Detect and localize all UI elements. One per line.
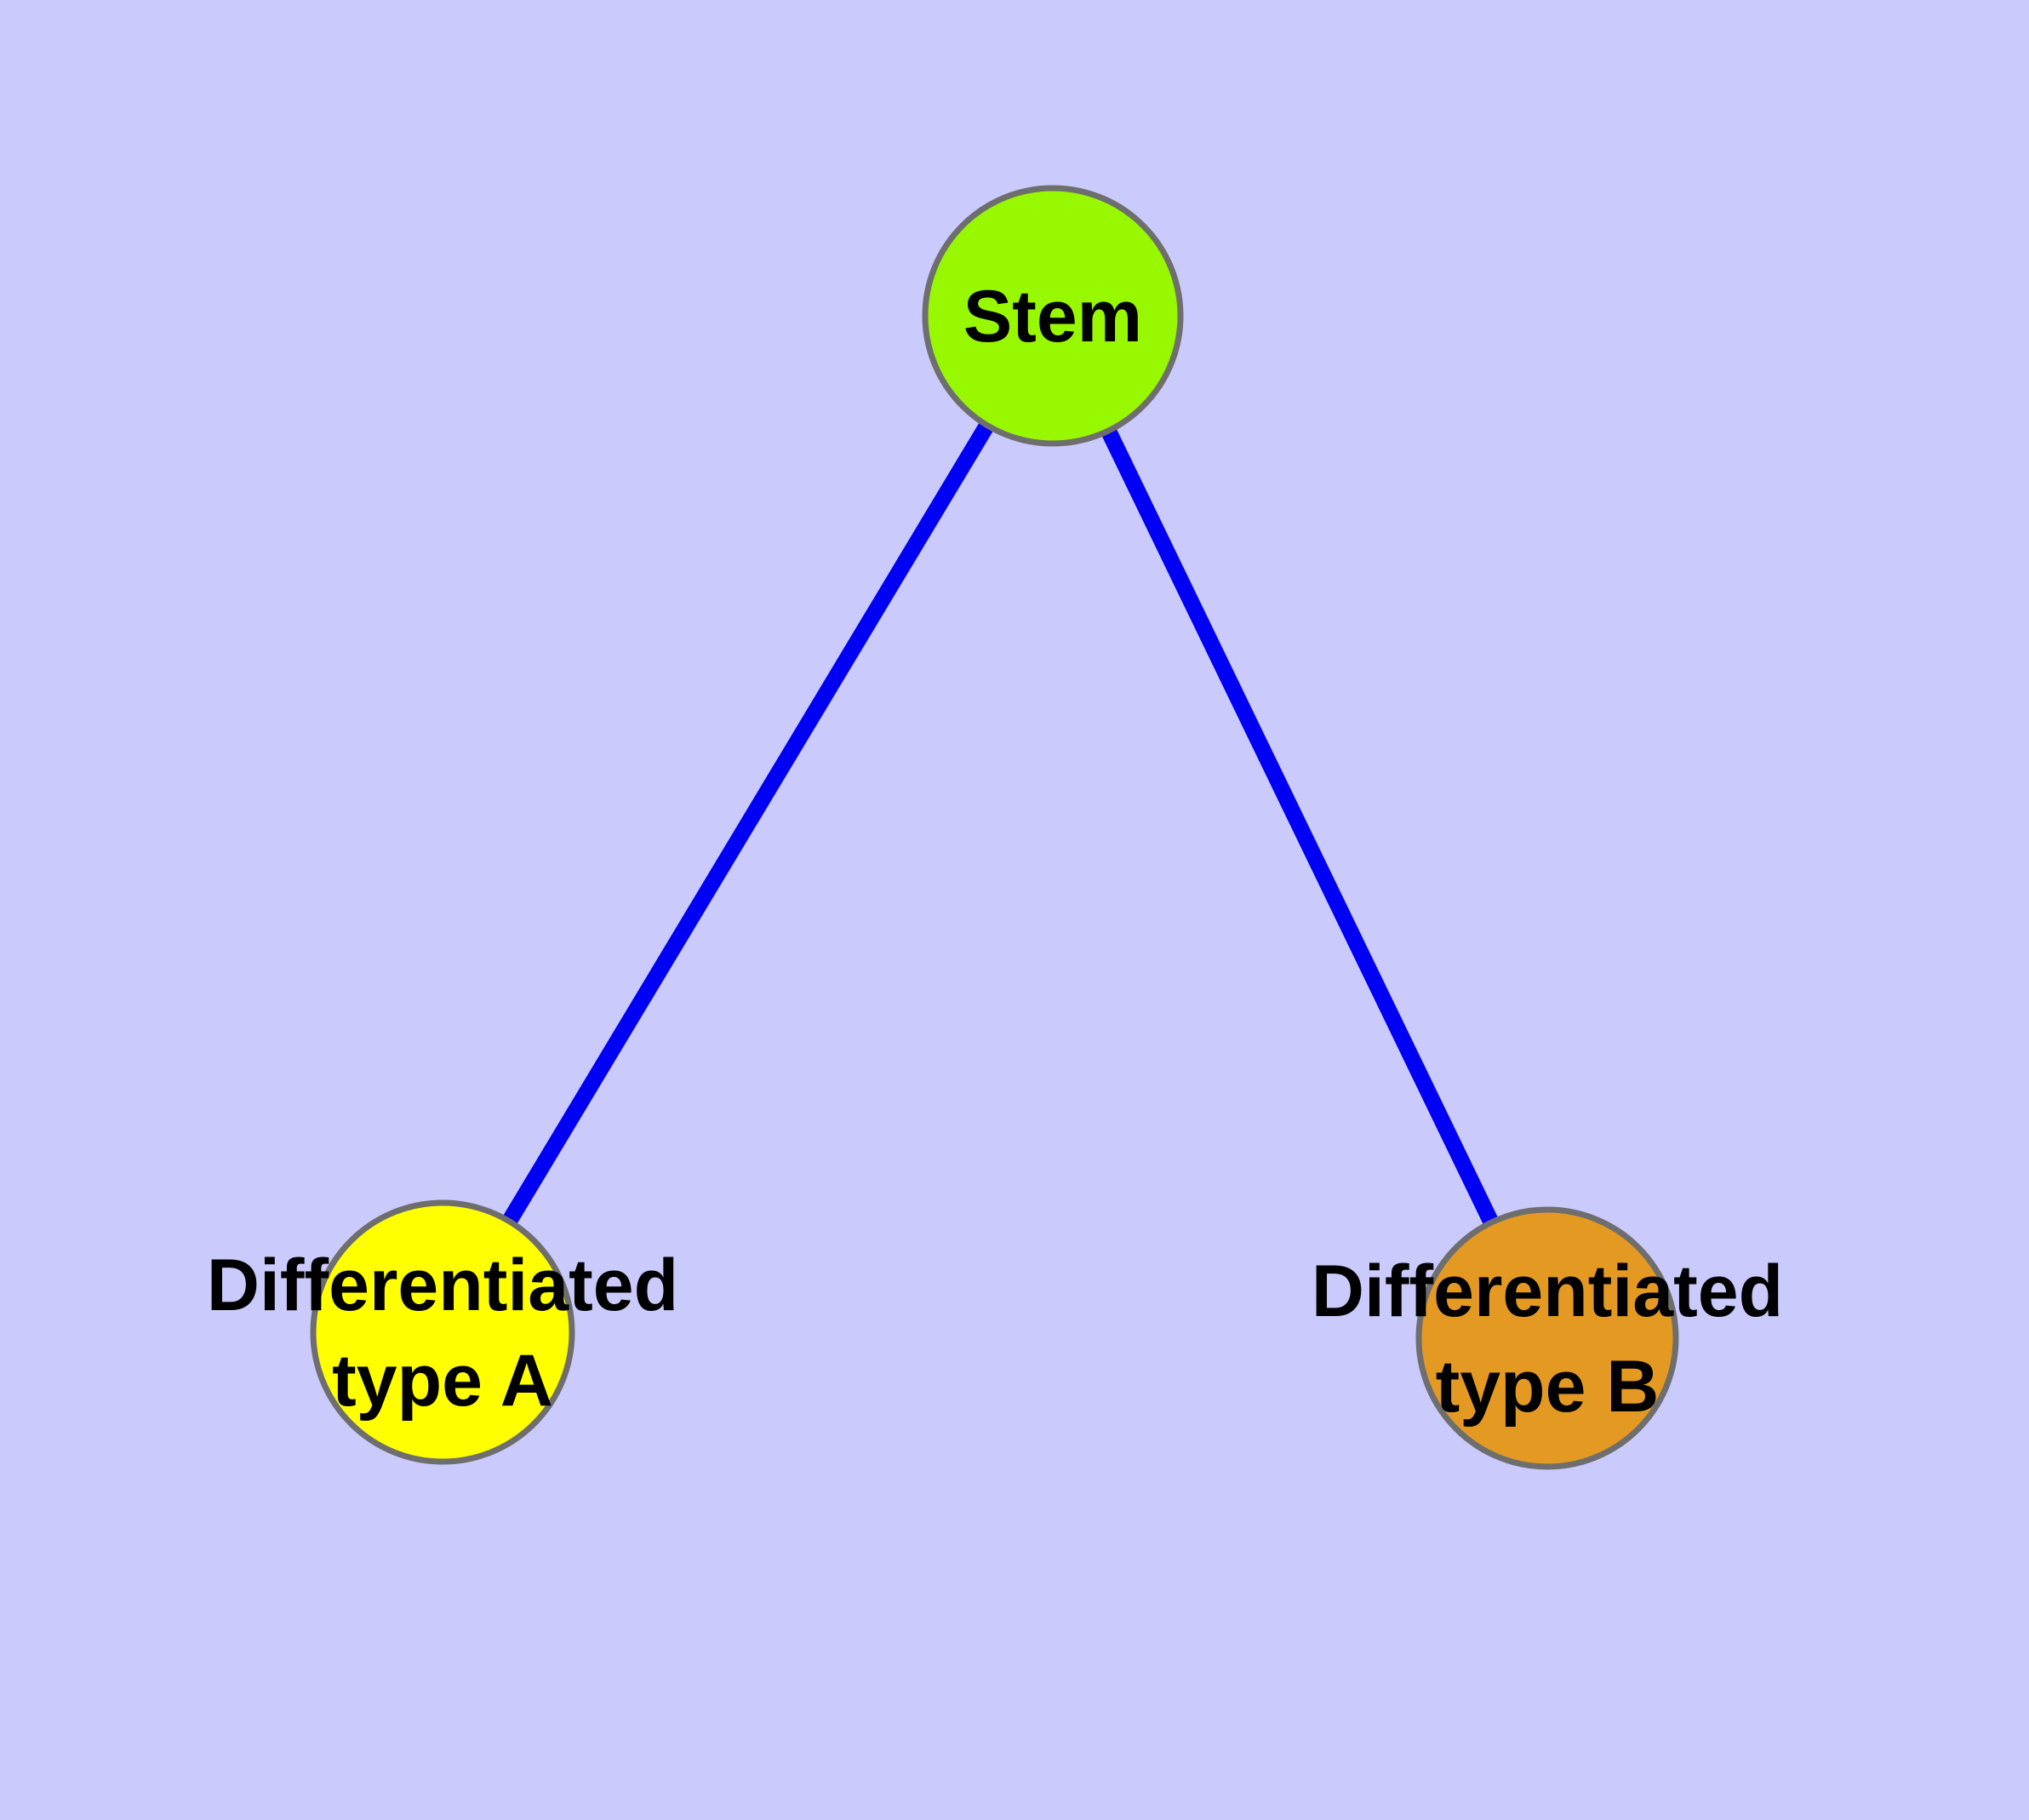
node-stem <box>922 185 1184 447</box>
edge-stem-to-type-b <box>1045 312 1555 1342</box>
node-type-b-label-line1: Differentiated <box>1312 1251 1783 1332</box>
node-differentiated-type-a <box>310 1199 575 1465</box>
node-differentiated-type-b <box>1415 1206 1679 1470</box>
node-type-a-label-line2: type A <box>332 1340 553 1422</box>
node-type-a-label-line1: Differentiated <box>207 1245 678 1326</box>
node-stem-label: Stem <box>963 276 1142 358</box>
edge-stem-to-type-a <box>435 312 1060 1336</box>
node-type-b-label-line2: type B <box>1436 1346 1660 1428</box>
